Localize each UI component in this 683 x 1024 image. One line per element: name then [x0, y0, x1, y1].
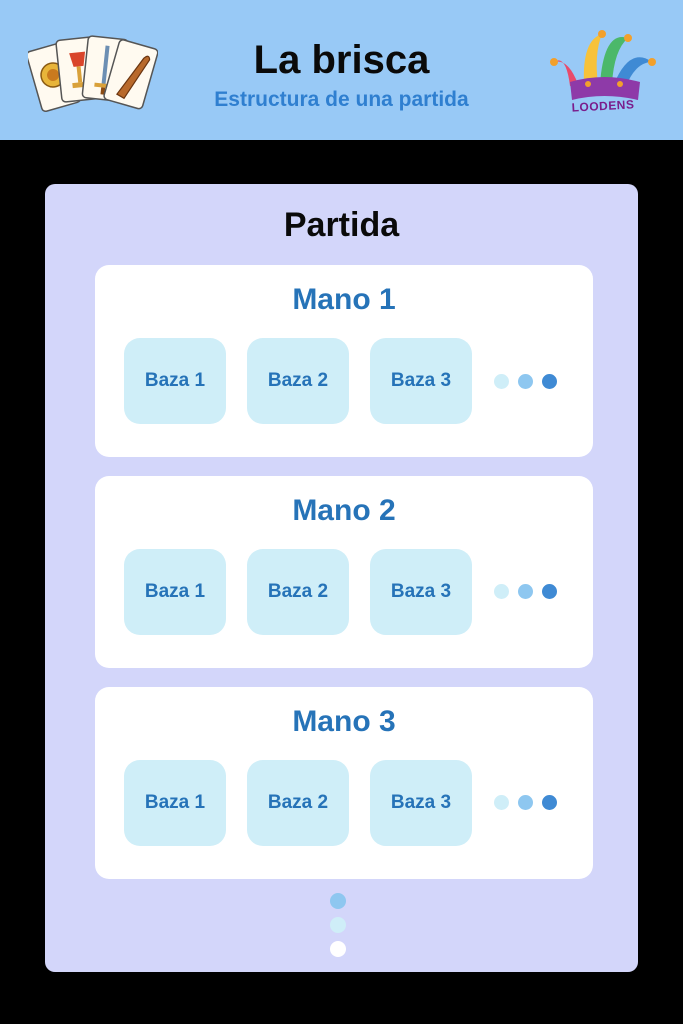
baza-box: Baza 2	[247, 549, 349, 635]
mano-title: Mano 2	[292, 494, 396, 527]
page-title: La brisca	[253, 38, 430, 82]
spanish-playing-cards-icon	[28, 35, 158, 113]
baza-box: Baza 2	[247, 338, 349, 424]
mano-card: Mano 2 Baza 1 Baza 2 Baza 3	[95, 476, 593, 668]
partida-title: Partida	[283, 206, 400, 244]
baza-box: Baza 3	[370, 338, 472, 424]
mano-card: Mano 3 Baza 1 Baza 2 Baza 3	[95, 687, 593, 879]
ellipsis-dot	[494, 584, 509, 599]
baza-box: Baza 1	[124, 760, 226, 846]
ellipsis-dot	[494, 795, 509, 810]
mano-card: Mano 1 Baza 1 Baza 2 Baza 3	[95, 265, 593, 457]
page-subtitle: Estructura de una partida	[214, 88, 469, 111]
partida-panel: Partida Mano 1 Baza 1 Baza 2 Baza 3 Mano…	[45, 184, 638, 972]
baza-box: Baza 3	[370, 760, 472, 846]
ellipsis-dot	[542, 795, 557, 810]
baza-box: Baza 1	[124, 338, 226, 424]
ellipsis-dot	[494, 374, 509, 389]
continuation-dot	[330, 917, 346, 933]
ellipsis-dot	[518, 795, 533, 810]
continuation-dot	[330, 941, 346, 957]
header: La brisca Estructura de una partida LOOD…	[0, 0, 683, 140]
ellipsis-dot	[542, 374, 557, 389]
ellipsis-dot	[518, 584, 533, 599]
ellipsis-dot	[542, 584, 557, 599]
ellipsis-dot	[518, 374, 533, 389]
mano-title: Mano 1	[292, 283, 396, 316]
mano-title: Mano 3	[292, 705, 396, 738]
baza-box: Baza 3	[370, 549, 472, 635]
continuation-dot	[330, 893, 346, 909]
baza-box: Baza 2	[247, 760, 349, 846]
baza-box: Baza 1	[124, 549, 226, 635]
jester-hat-logo-icon	[550, 30, 656, 100]
